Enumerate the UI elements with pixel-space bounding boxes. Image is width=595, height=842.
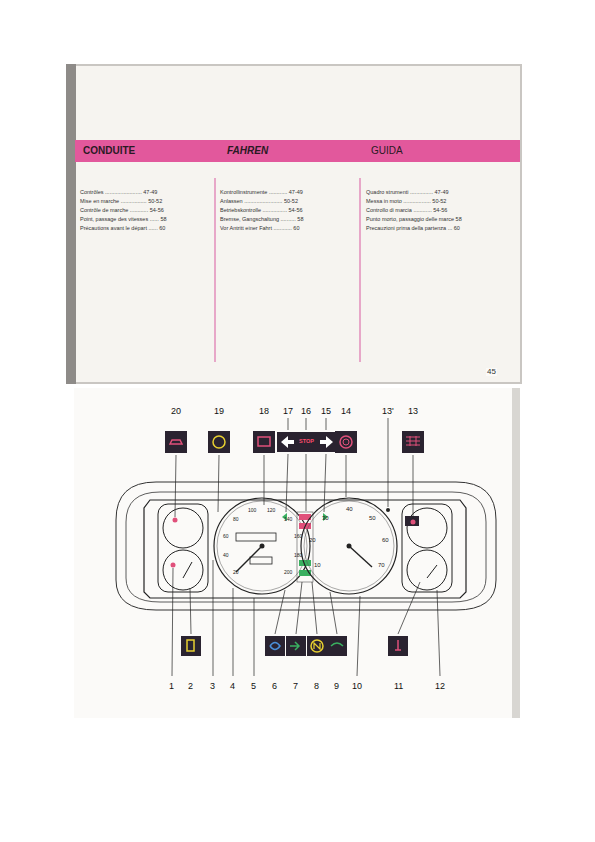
page-number: 45 xyxy=(486,368,497,376)
callout-number: 7 xyxy=(292,682,299,691)
toc-entry: Controllo di marcia ............ 54-56 xyxy=(366,208,447,214)
callout-number: 17 xyxy=(282,407,294,416)
callout-number: 4 xyxy=(229,682,236,691)
callout-number: 8 xyxy=(313,682,320,691)
toc-entry: Precauzioni prima della partenza ... 60 xyxy=(366,226,460,232)
toc-entry: Point, passage des vitesses ...... 58 xyxy=(80,217,167,223)
scale-number: 20 xyxy=(233,570,239,575)
section-band: CONDUITE FAHREN GUIDA xyxy=(75,140,520,162)
scale-number: 180 xyxy=(294,553,302,558)
toc-entry: Kontrollinstrumente ............ 47-49 xyxy=(220,190,303,196)
scale-number: 30 xyxy=(322,515,329,521)
callout-number: 15 xyxy=(320,407,332,416)
toc-entry: Bremse, Gangschaltung .......... 58 xyxy=(220,217,303,223)
toc-entry: Anlassen ......................... 50-52 xyxy=(220,199,298,205)
callout-number: 13' xyxy=(381,407,395,416)
scale-number: 70 xyxy=(378,562,385,568)
toc-entry: Contrôle de marche ............ 54-56 xyxy=(80,208,164,214)
scale-number: 140 xyxy=(284,517,292,522)
section-heading: GUIDA xyxy=(371,146,403,156)
scale-number: 80 xyxy=(233,517,239,522)
callout-number: 20 xyxy=(170,407,182,416)
section-heading: FAHREN xyxy=(227,146,268,156)
toc-entry: Contrôles ........................ 47-49 xyxy=(80,190,157,196)
callout-number: 18 xyxy=(258,407,270,416)
scale-number: 40 xyxy=(346,506,353,512)
scale-number: 60 xyxy=(382,537,389,543)
callout-number: 16 xyxy=(300,407,312,416)
scale-number: 120 xyxy=(267,508,275,513)
toc-entry: Messa in moto .................. 50-52 xyxy=(366,199,446,205)
callout-number: 9 xyxy=(333,682,340,691)
callout-number: 3 xyxy=(209,682,216,691)
callout-number: 19 xyxy=(213,407,225,416)
callout-number: 14 xyxy=(340,407,352,416)
callout-number: 10 xyxy=(351,682,363,691)
toc-entry: Mise en marche ................. 50-52 xyxy=(80,199,162,205)
scale-number: 20 xyxy=(309,537,316,543)
toc-entry: Quadro strumenti ............... 47-49 xyxy=(366,190,449,196)
callout-number: 2 xyxy=(187,682,194,691)
callout-number: 12 xyxy=(434,682,446,691)
toc-entry: Punto morto, passaggio delle marce 58 xyxy=(366,217,462,223)
toc-entry: Vor Antritt einer Fahrt ............ 60 xyxy=(220,226,299,232)
section-heading: CONDUITE xyxy=(83,146,135,156)
callout-number: 11 xyxy=(393,682,404,691)
scale-number: 10 xyxy=(314,562,321,568)
callout-number: 5 xyxy=(250,682,257,691)
scale-number: 200 xyxy=(284,570,292,575)
scale-number: 100 xyxy=(248,508,256,513)
scale-number: 50 xyxy=(369,515,376,521)
scale-number: 60 xyxy=(223,534,229,539)
callout-number: 1 xyxy=(168,682,175,691)
callout-number: 6 xyxy=(271,682,278,691)
warning-text: STOP xyxy=(299,439,314,445)
toc-entry: Précautions avant le départ ...... 60 xyxy=(80,226,165,232)
scale-number: 40 xyxy=(223,553,229,558)
scale-number: 160 xyxy=(294,534,302,539)
callout-number: 13 xyxy=(407,407,419,416)
toc-entry: Betriebskontrolle ................ 54-56 xyxy=(220,208,303,214)
